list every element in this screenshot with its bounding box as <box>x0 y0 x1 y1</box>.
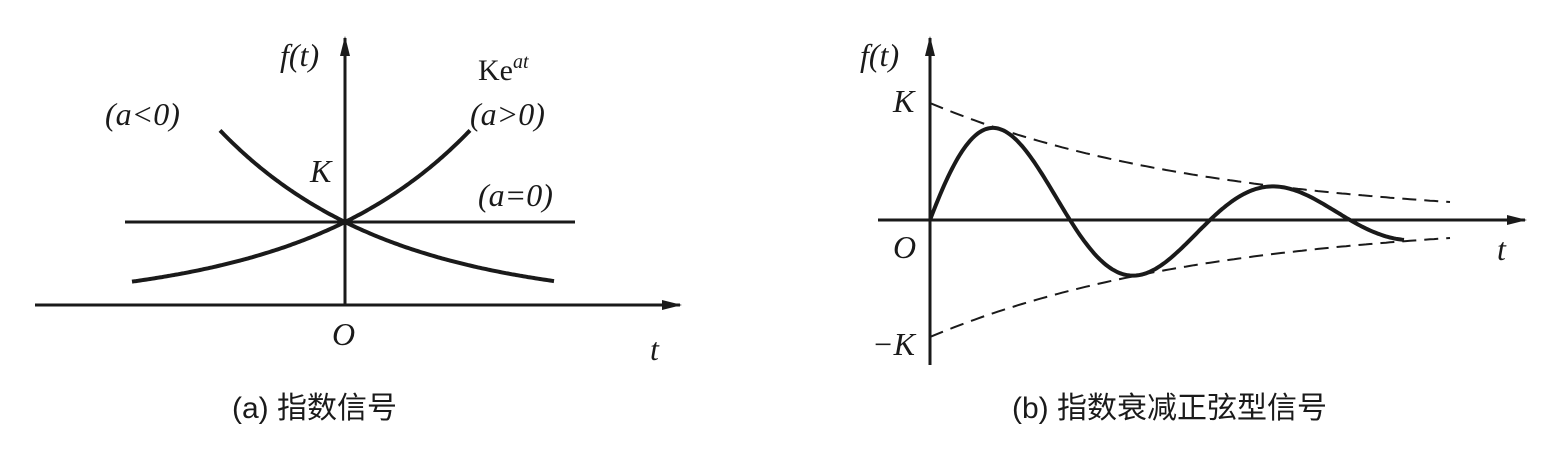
panel-b-x-label: t <box>1497 231 1507 267</box>
envelope-lower <box>929 237 1451 338</box>
label-a-positive: (a>0) <box>470 96 545 132</box>
panel-b-origin-label: O <box>893 229 916 265</box>
growth-label-base: Ke <box>478 54 513 87</box>
envelope-upper <box>929 102 1451 203</box>
panel-a: f(t) t O K Keat (a>0) (a<0) (a=0) (a) 指数… <box>35 36 682 425</box>
caption-b: (b) 指数衰减正弦型信号 <box>1012 392 1327 425</box>
curve-a-negative <box>218 128 555 284</box>
panel-b-k-label: K <box>892 83 916 119</box>
panel-b-y-label: f(t) <box>860 37 899 73</box>
panel-b: f(t) t O K −K (b) 指数衰减正弦型信号 <box>860 36 1527 425</box>
panel-a-y-label: f(t) <box>280 37 319 73</box>
panel-a-origin-label: O <box>332 316 355 352</box>
curve-a-positive <box>131 128 472 284</box>
panel-a-x-label: t <box>650 331 660 367</box>
growth-label-exponent: at <box>513 51 529 73</box>
panel-a-k-label: K <box>309 153 333 189</box>
label-a-zero: (a=0) <box>478 177 553 213</box>
damped-sine-curve <box>928 125 1405 278</box>
panel-b-neg-k-label: −K <box>872 326 917 362</box>
growth-label: Keat <box>478 51 529 87</box>
caption-a: (a) 指数信号 <box>232 392 397 425</box>
label-a-negative: (a<0) <box>105 96 180 132</box>
